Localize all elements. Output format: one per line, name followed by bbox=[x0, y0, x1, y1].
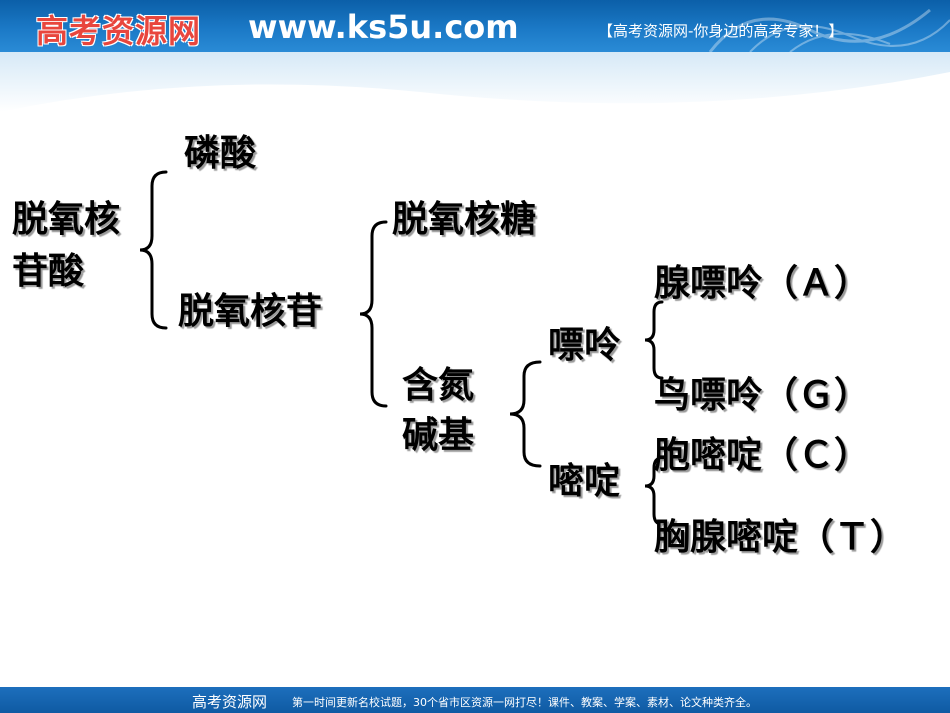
site-slogan: 【高考资源网-你身边的高考专家！】 bbox=[598, 22, 844, 40]
cytosine-label: 胞嘧啶（Ｃ） bbox=[654, 435, 871, 476]
root-label-line1: 脱氧核 bbox=[12, 199, 121, 240]
site-logo[interactable]: 高考资源网 bbox=[36, 12, 202, 50]
footer-brand[interactable]: 高考资源网 bbox=[192, 693, 268, 711]
site-url[interactable]: www.ks5u.com bbox=[248, 8, 519, 46]
root-label-line2: 苷酸 bbox=[12, 251, 85, 292]
sugar-label: 脱氧核糖 bbox=[392, 199, 537, 240]
base-label-line2: 碱基 bbox=[402, 415, 475, 456]
phosphate-label: 磷酸 bbox=[184, 133, 257, 174]
decorative-wave bbox=[0, 52, 950, 112]
brace-nucleoside bbox=[359, 220, 388, 408]
site-footer: 高考资源网 第一时间更新名校试题，30个省市区资源一网打尽！课件、教案、学案、素… bbox=[0, 687, 950, 713]
nucleoside-label: 脱氧核苷 bbox=[178, 291, 323, 332]
brace-base bbox=[509, 360, 542, 468]
purine-label: 嘌呤 bbox=[548, 325, 621, 366]
pyrimidine-label: 嘧啶 bbox=[548, 461, 621, 502]
decorative-swirl-icon bbox=[708, 8, 950, 52]
thymine-label: 胸腺嘧啶（Ｔ） bbox=[654, 517, 907, 558]
guanine-label: 鸟嘌呤（Ｇ） bbox=[654, 375, 871, 416]
adenine-label: 腺嘌呤（Ａ） bbox=[654, 263, 871, 304]
footer-text: 第一时间更新名校试题，30个省市区资源一网打尽！课件、教案、学案、素材、论文种类… bbox=[292, 696, 757, 709]
site-header: 高考资源网 www.ks5u.com 【高考资源网-你身边的高考专家！】 bbox=[0, 0, 950, 52]
brace-root bbox=[139, 170, 168, 330]
base-label-line1: 含氮 bbox=[402, 365, 475, 406]
brace-pyrimidine bbox=[644, 456, 664, 526]
brace-purine bbox=[644, 300, 664, 380]
